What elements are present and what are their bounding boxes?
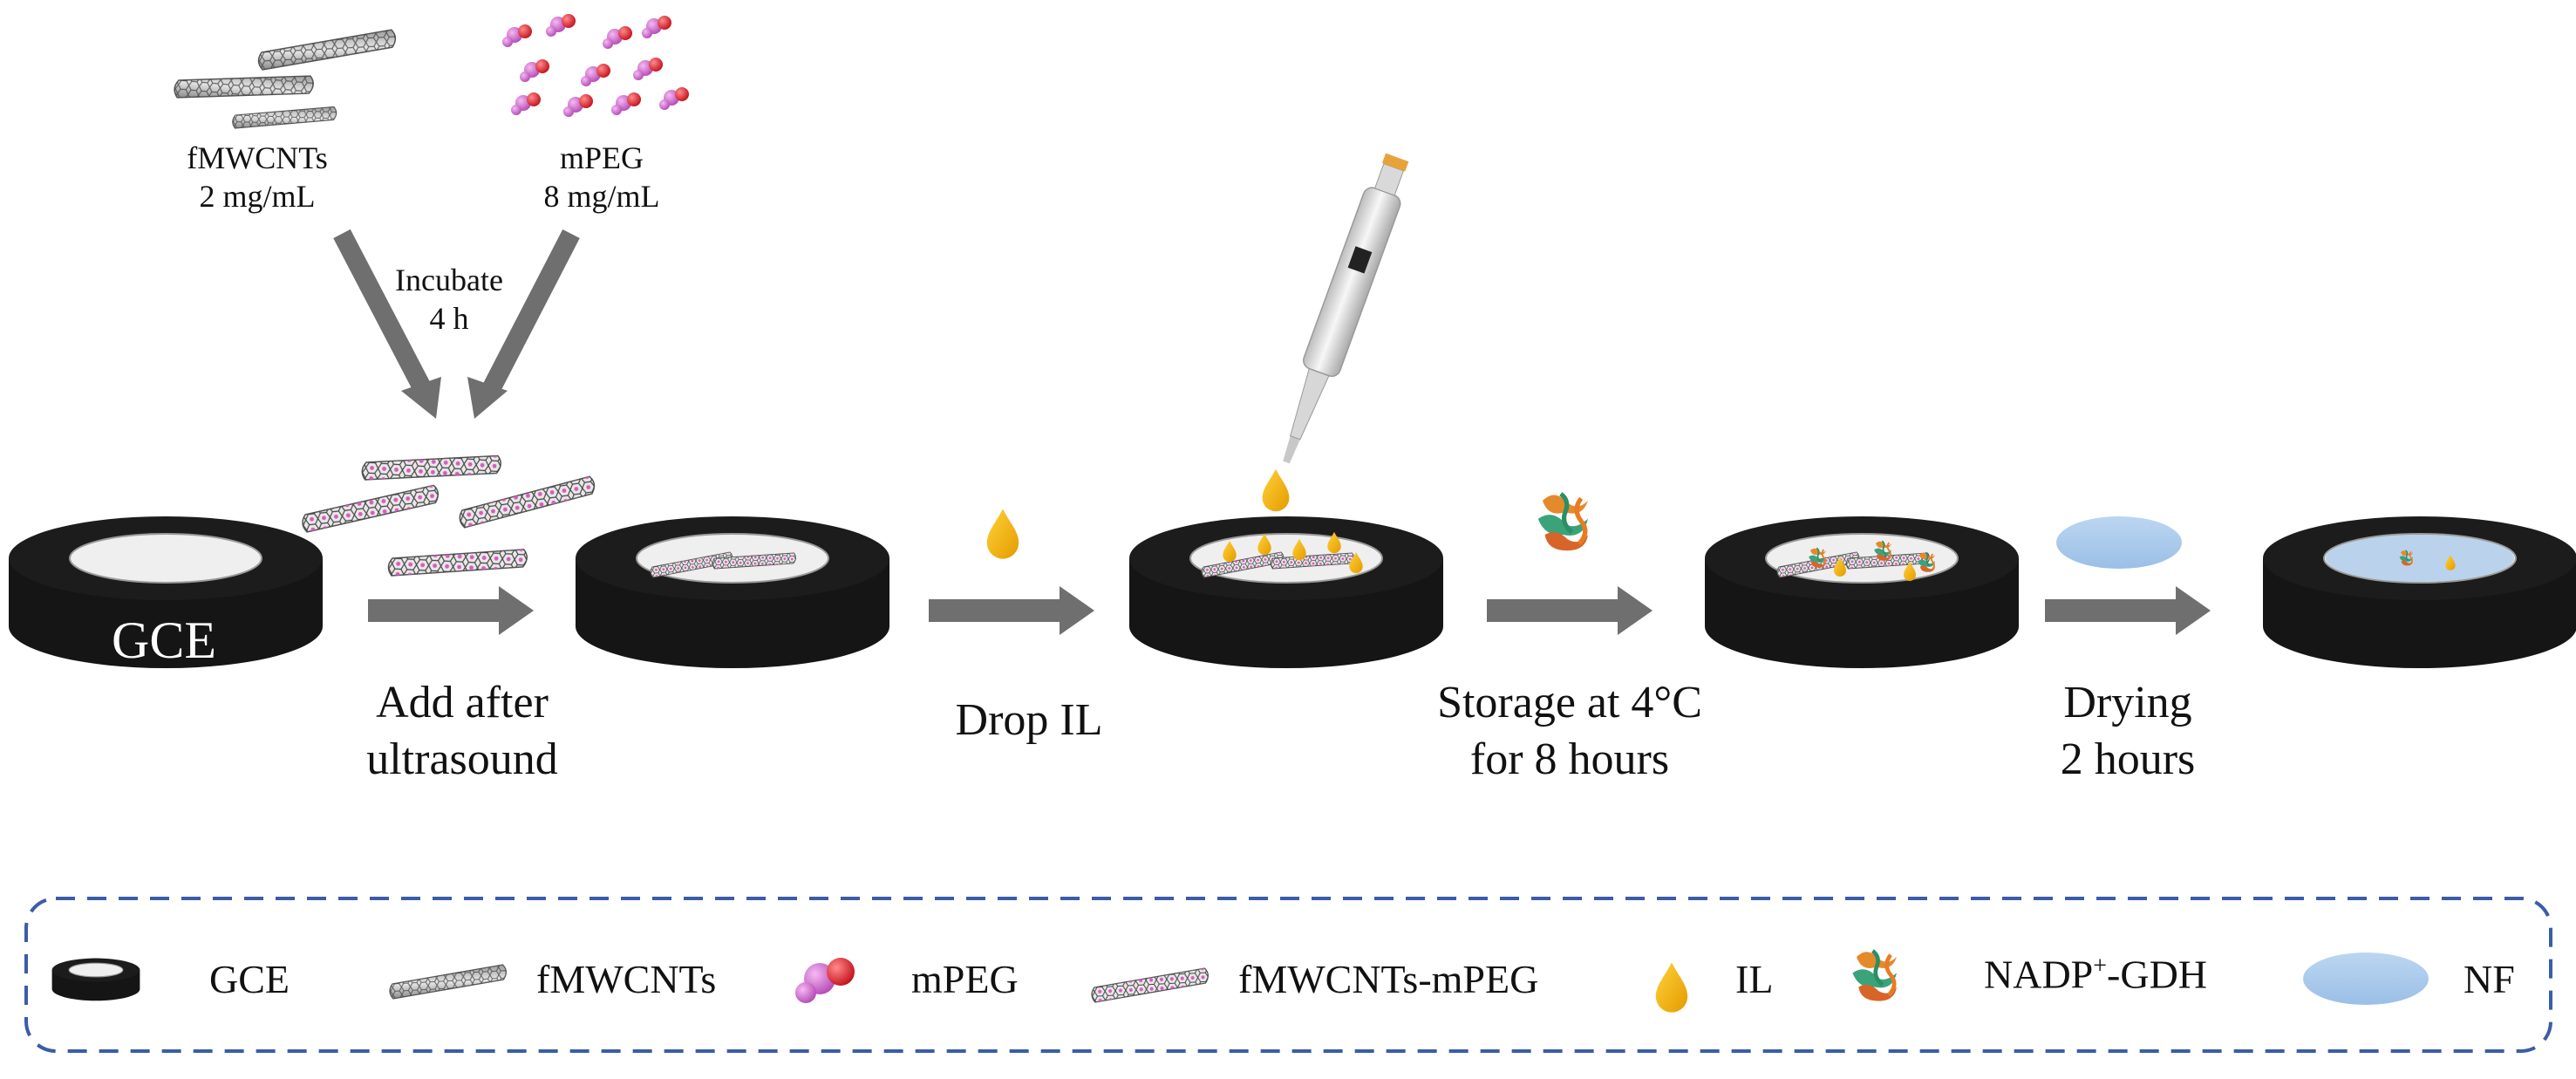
incubate-time: 4 h: [429, 301, 469, 336]
legend-nafion-film-icon: [2303, 953, 2429, 1005]
step2-label-line1: Drop IL: [955, 695, 1103, 745]
mpeg-concentration: 8 mg/mL: [543, 179, 660, 214]
legend-nadp-gdh-label: NADP+-GDH: [1984, 954, 2207, 994]
legend-fmwcnts-mpeg-label: fMWCNTs-mPEG: [1238, 957, 1539, 1001]
legend-nadp-charge: +: [2093, 953, 2108, 980]
step4-label-line1: Drying: [2063, 678, 2192, 727]
mix-arrows: [333, 229, 580, 419]
arrow-step4: [2045, 586, 2211, 635]
incubate-label: Incubate: [395, 263, 503, 297]
legend-electrode-icon: [51, 958, 140, 1001]
arrow-step1: [368, 586, 534, 635]
legend-droplet-icon: [1655, 962, 1688, 1013]
fmwcnts-label: fMWCNTs: [187, 140, 328, 175]
legend-nadp-text: NADP: [1984, 952, 2094, 997]
fmwcnts-stock-illustration: [173, 29, 398, 133]
electrode-step4: [2262, 516, 2576, 669]
step1-label-line1: Add after: [376, 678, 549, 727]
arrow-step2: [929, 586, 1094, 635]
fmwcnts-concentration: 2 mg/mL: [199, 179, 316, 214]
legend-gdh-text: -GDH: [2107, 952, 2208, 997]
enzyme-icon: [1538, 494, 1588, 550]
pipette-droplet-icon: [1262, 468, 1290, 512]
step1-label-line2: ultrasound: [366, 734, 558, 784]
step3-label-line1: Storage at 4°C: [1437, 678, 1702, 727]
il-droplet-icon: [986, 509, 1019, 559]
legend-enzyme-icon: [1852, 951, 1897, 1001]
step4-label-line2: 2 hours: [2060, 734, 2196, 784]
gce-electrode-label: GCE: [112, 611, 216, 669]
legend-il-label: IL: [1735, 957, 1774, 1001]
legend-fmwcnts-label: fMWCNTs: [536, 957, 717, 1001]
electrode-step1: [575, 516, 890, 669]
legend-nanotube-mpeg-icon: [1090, 967, 1210, 1003]
pipette-illustration: [1283, 153, 1409, 464]
step3-label-line2: for 8 hours: [1469, 734, 1670, 784]
electrode-step3: [1704, 516, 2020, 669]
legend-nf-label: NF: [2464, 957, 2515, 1001]
legend-mpeg-label: mPEG: [911, 957, 1019, 1001]
legend-molecule-icon: [795, 958, 855, 1003]
electrode-step2: [1128, 516, 1444, 669]
legend-gce-label: GCE: [209, 957, 290, 1001]
mpeg-label: mPEG: [559, 140, 644, 175]
mpeg-stock-illustration: [502, 14, 689, 117]
arrow-step3: [1487, 586, 1653, 635]
nafion-film-icon: [2056, 516, 2182, 569]
legend-nanotube-icon: [388, 964, 508, 1000]
legend-box: [24, 897, 2552, 1053]
fmwcnts-mpeg-mixture-illustration: [299, 446, 599, 584]
